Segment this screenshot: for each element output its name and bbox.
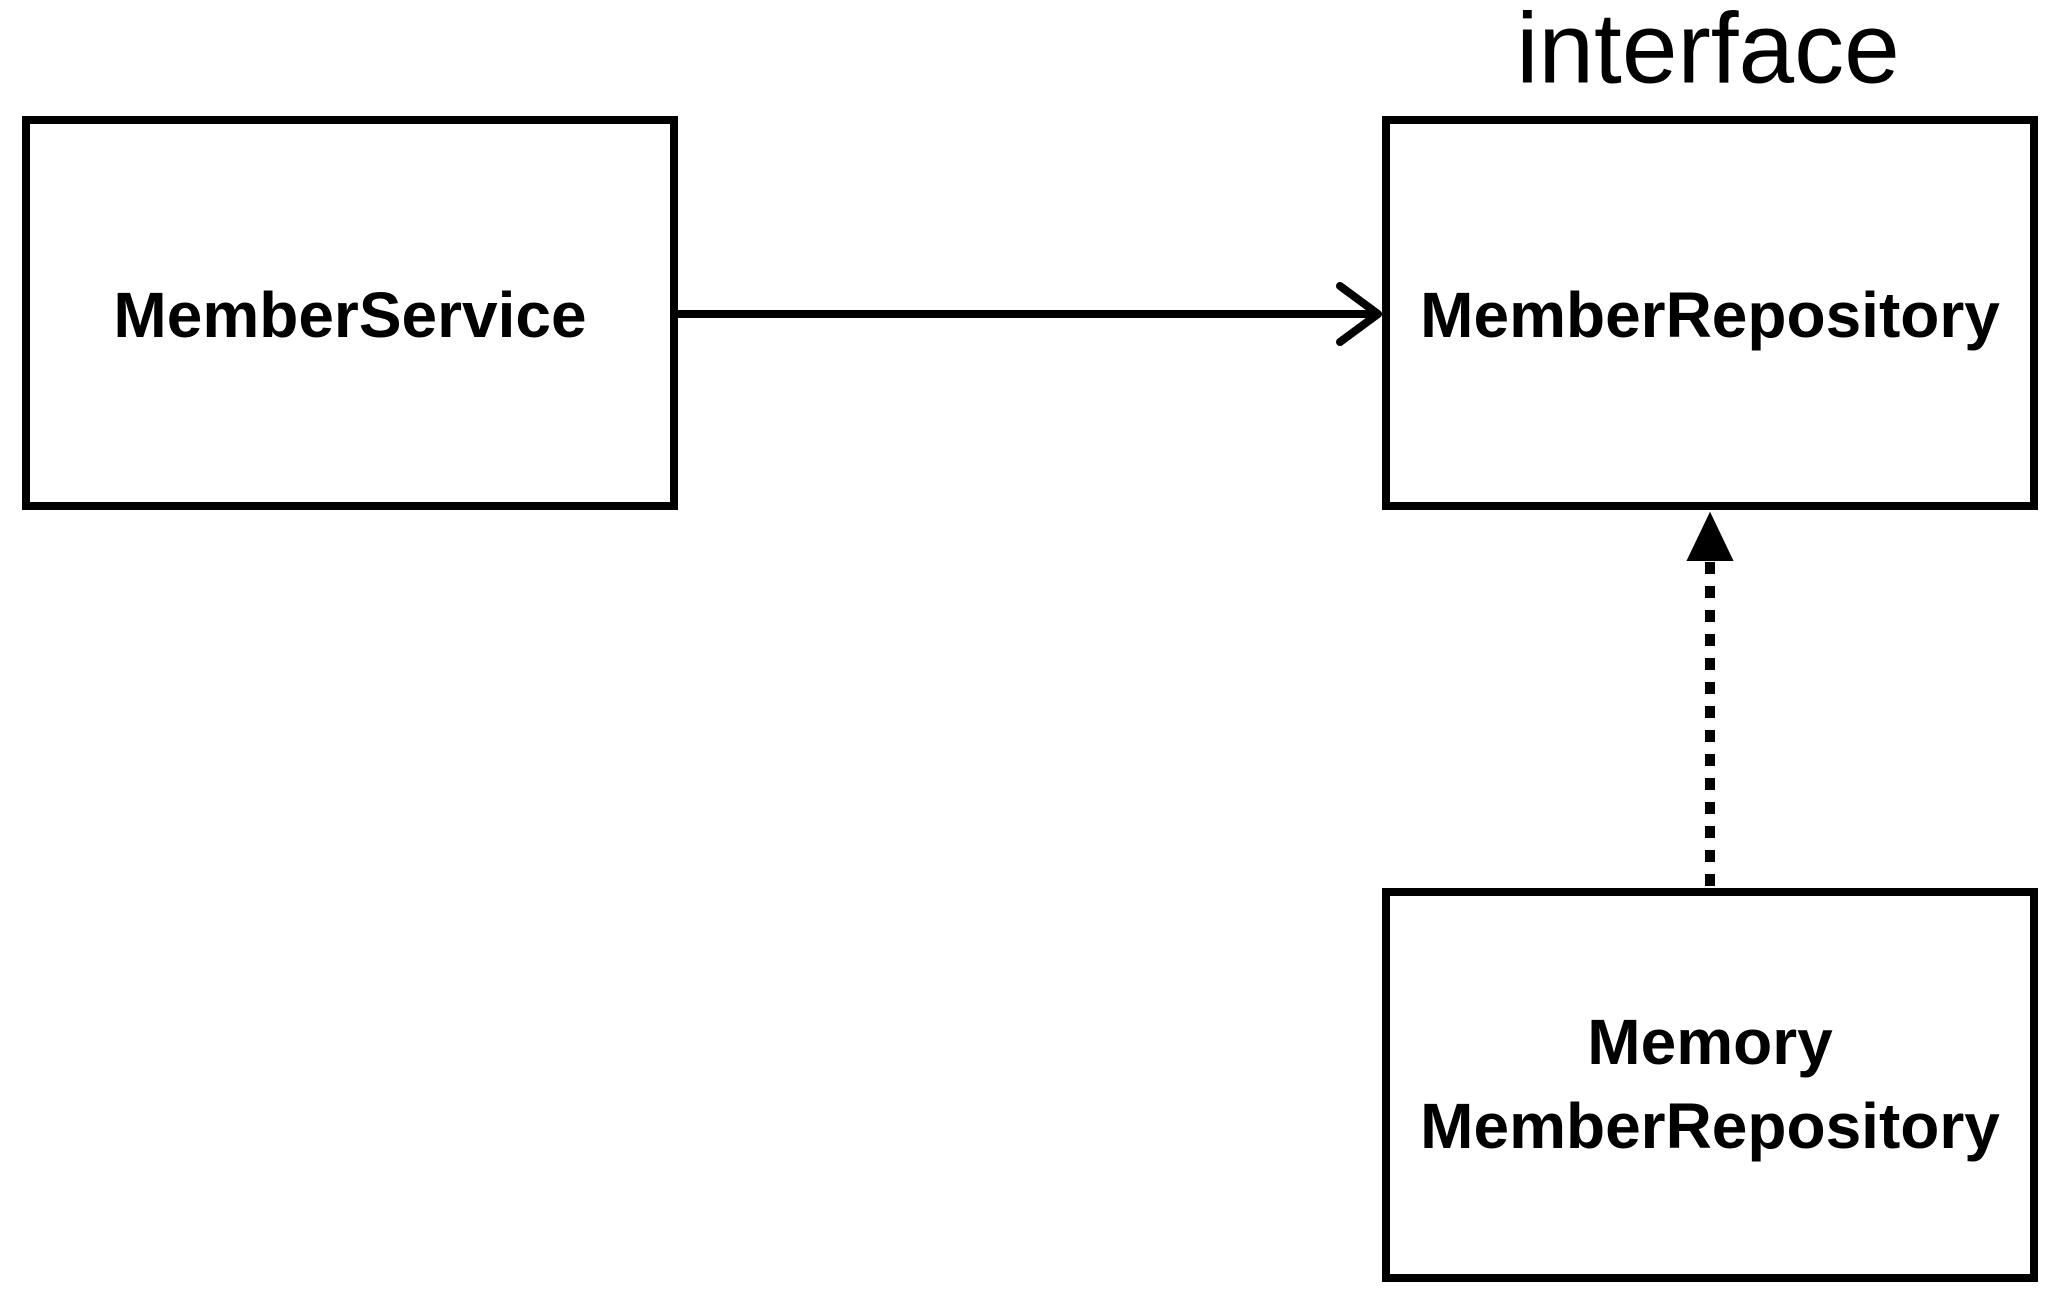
memory-member-repository-label-line1: Memory [1587,1006,1833,1078]
memory-member-repository-label-line2: MemberRepository [1420,1090,2000,1162]
memory-member-repository-node[interactable]: Memory MemberRepository [1382,888,2038,1282]
interface-stereotype-label: interface [1516,0,1900,104]
member-repository-label: MemberRepository [1420,279,2000,351]
member-service-label: MemberService [113,279,586,351]
member-service-node[interactable]: MemberService [22,116,678,510]
filled-arrowhead-icon [1686,511,1734,561]
association-edge [678,282,1382,346]
realization-edge [1686,511,1734,886]
member-repository-node[interactable]: MemberRepository [1382,116,2038,510]
open-arrowhead-icon [1336,282,1382,346]
